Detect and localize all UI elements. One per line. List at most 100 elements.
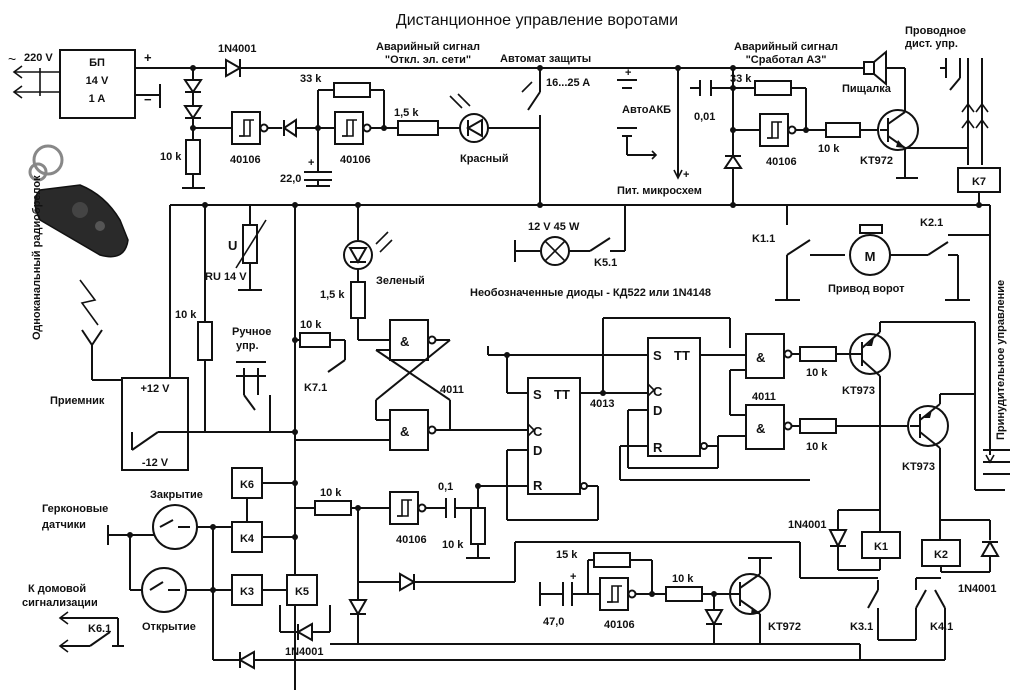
svg-text:K4: K4 — [240, 533, 255, 545]
svg-text:+: + — [570, 571, 576, 583]
car-battery: + АвтоАКБ — [617, 67, 671, 160]
svg-text:Пищалка: Пищалка — [842, 83, 892, 95]
svg-text:D: D — [533, 443, 542, 458]
transistor-kt973-b: KT973 — [902, 403, 949, 473]
relay-k1: K1 — [861, 531, 901, 559]
motor-drive: M K1.1 K2.1 Привод ворот — [752, 217, 990, 301]
svg-text:K7: K7 — [972, 176, 986, 188]
keyfob-image — [28, 144, 129, 258]
led-green: Зеленый — [343, 231, 425, 287]
diode-note: Необозначенные диоды - КД522 или 1N4148 — [470, 287, 711, 299]
alarm-power-subtitle: "Откл. эл. сети" — [385, 54, 471, 66]
svg-text:M: M — [865, 249, 876, 264]
svg-text:Привод ворот: Привод ворот — [828, 283, 905, 295]
transistor-kt972-a: KT972 — [860, 109, 919, 167]
varistor: U RU 14 V — [205, 205, 267, 291]
svg-text:0,01: 0,01 — [694, 111, 715, 123]
mains-label: 220 V — [24, 52, 53, 64]
svg-text:1N4001: 1N4001 — [958, 583, 997, 595]
svg-text:4011: 4011 — [752, 391, 776, 403]
svg-text:4011: 4011 — [440, 384, 464, 396]
svg-text:Зеленый: Зеленый — [376, 275, 425, 287]
svg-text:упр.: упр. — [236, 340, 259, 352]
svg-text:Герконовые: Герконовые — [42, 503, 108, 515]
svg-text:33 k: 33 k — [300, 73, 322, 85]
svg-text:1,5 k: 1,5 k — [394, 107, 419, 119]
diagram-title: Дистанционное управление воротами — [396, 12, 678, 29]
psu-name: БП — [89, 57, 105, 69]
svg-text:40106: 40106 — [604, 619, 635, 631]
relay-k6: K6 — [231, 467, 263, 499]
svg-text:R: R — [533, 478, 543, 493]
manual-button: Ручное упр. — [232, 326, 271, 432]
svg-text:+: + — [683, 169, 689, 181]
svg-text:K7.1: K7.1 — [304, 382, 327, 394]
svg-text:10 k: 10 k — [320, 487, 342, 499]
circuit-breaker: Автомат защиты 16...25 A — [500, 53, 591, 205]
svg-text:Закрытие: Закрытие — [150, 489, 203, 501]
receiver: +12 V -12 V Приемник — [50, 329, 189, 471]
svg-text:KT972: KT972 — [860, 155, 893, 167]
svg-text:1,5 k: 1,5 k — [320, 289, 345, 301]
keyfob-label: Одноканальный радиобрелок — [31, 175, 43, 340]
alarm-breaker-subtitle: "Сработал АЗ" — [746, 54, 827, 66]
flipflop-4013-b: S TT C D R — [647, 337, 701, 457]
svg-text:K2: K2 — [934, 549, 948, 561]
svg-text:S: S — [653, 348, 662, 363]
alarm-breaker-title: Аварийный сигнал — [734, 41, 838, 53]
power-supply: БП 14 V 1 A + − — [59, 49, 161, 119]
svg-text:D: D — [653, 403, 662, 418]
relay-k7: K7 — [957, 167, 1001, 193]
svg-text:K5: K5 — [295, 586, 309, 598]
svg-text:4013: 4013 — [590, 398, 614, 410]
svg-text:−: − — [144, 92, 152, 107]
svg-text:~: ~ — [8, 51, 16, 67]
schmitt-40106-c: 40106 — [759, 113, 797, 168]
schmitt-40106-d: 40106 — [389, 491, 427, 546]
svg-text:&: & — [400, 334, 409, 349]
svg-text:C: C — [653, 384, 663, 399]
svg-text:-12 V: -12 V — [142, 457, 169, 469]
svg-text:1N4001: 1N4001 — [788, 519, 827, 531]
svg-text:10 k: 10 k — [160, 151, 182, 163]
svg-text:10 k: 10 k — [300, 319, 322, 331]
led-red: Красный — [449, 93, 508, 165]
svg-text:Открытие: Открытие — [142, 621, 196, 633]
svg-text:16...25 A: 16...25 A — [546, 77, 590, 89]
svg-text:K3.1: K3.1 — [850, 621, 873, 633]
forced-control-label: Принудительное управление — [995, 280, 1007, 440]
buzzer-speaker: Пищалка — [842, 49, 892, 95]
svg-text:10 k: 10 k — [442, 539, 464, 551]
svg-text:Красный: Красный — [460, 153, 508, 165]
reed-close: Закрытие — [150, 489, 203, 550]
svg-text:0,1: 0,1 — [438, 481, 453, 493]
svg-text:K2.1: K2.1 — [920, 217, 943, 229]
chip-power-label: Пит. микросхем — [617, 185, 702, 197]
svg-text:12 V 45 W: 12 V 45 W — [528, 221, 580, 233]
transistor-kt973-a: KT973 — [842, 331, 891, 397]
svg-text:1N4001: 1N4001 — [218, 43, 257, 55]
alarm-output-k61: K6.1 — [58, 611, 124, 653]
svg-text:40106: 40106 — [396, 534, 427, 546]
relay-k3: K3 — [231, 574, 263, 606]
svg-text:K5.1: K5.1 — [594, 257, 617, 269]
mains-input: 220 V ~ — [8, 51, 60, 99]
lamp-12v: 12 V 45 W K5.1 — [514, 205, 626, 269]
svg-text:40106: 40106 — [340, 154, 371, 166]
forced-control-connector — [983, 440, 1010, 475]
psu-current: 1 A — [89, 93, 106, 105]
svg-text:&: & — [756, 350, 765, 365]
nand-4011-right: & & 4011 — [745, 333, 793, 450]
svg-text:KT972: KT972 — [768, 621, 801, 633]
svg-text:Приемник: Приемник — [50, 395, 105, 407]
svg-text:+12 V: +12 V — [140, 383, 170, 395]
diode-1n4001-main: 1N4001 — [218, 43, 257, 78]
svg-text:33 k: 33 k — [730, 73, 752, 85]
svg-text:Проводное: Проводное — [905, 25, 966, 37]
svg-text:S: S — [533, 387, 542, 402]
nand-4011-latch: & & 4011 — [375, 319, 464, 451]
psu-voltage: 14 V — [86, 75, 109, 87]
relay-k5: K5 — [286, 574, 318, 606]
svg-text:+: + — [625, 67, 631, 79]
flipflop-4013-a: S TT C D R — [527, 377, 581, 495]
